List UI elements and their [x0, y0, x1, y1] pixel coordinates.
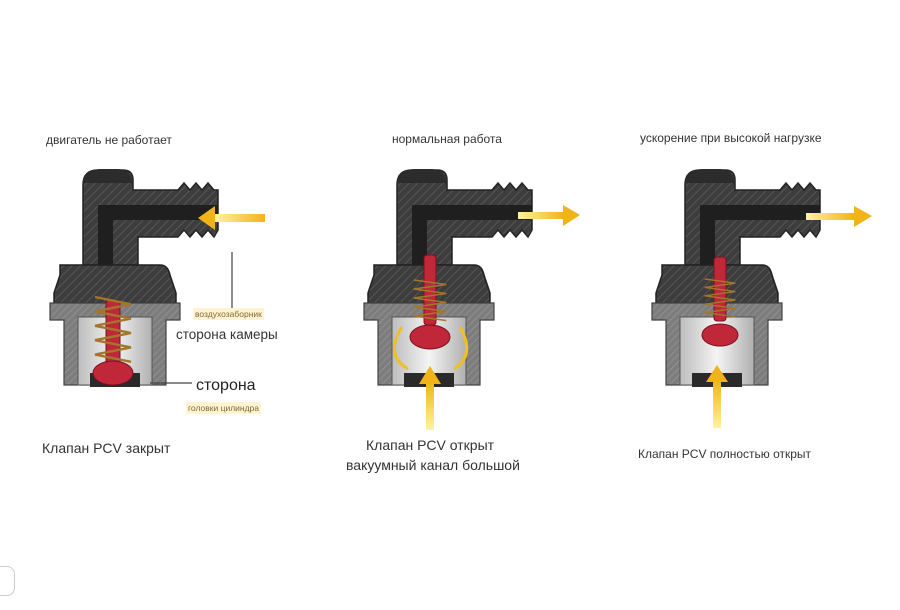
inflow-arrow-full — [706, 365, 728, 428]
inflow-arrow-normal — [419, 366, 441, 430]
caption-fully-open: Клапан PCV полностью открыт — [638, 447, 812, 461]
intake-tag: воздухозаборник — [193, 308, 264, 320]
condition-title-acceleration: ускорение при высокой нагрузке — [640, 131, 822, 145]
valve-fully-open — [651, 168, 821, 388]
caption-open-line2: вакуумный канал большой — [346, 457, 520, 473]
valve-open — [363, 168, 533, 388]
intake-flow-arrow — [198, 206, 265, 230]
caption-open-line1: Клапан PCV открыт — [366, 437, 495, 453]
valve-closed — [49, 168, 219, 388]
head-tag: головки цилиндра — [186, 402, 262, 414]
condition-title-closed: двигатель не работает — [46, 133, 172, 147]
outflow-arrow-full — [806, 206, 872, 227]
chamber-side-label: сторона камеры — [176, 327, 278, 342]
outflow-arrow-normal — [518, 205, 580, 226]
caption-closed: Клапан PCV закрыт — [42, 440, 171, 456]
condition-title-normal: нормальная работа — [392, 132, 502, 146]
side-handle — [0, 566, 15, 596]
side-word-label: сторона — [196, 377, 256, 394]
